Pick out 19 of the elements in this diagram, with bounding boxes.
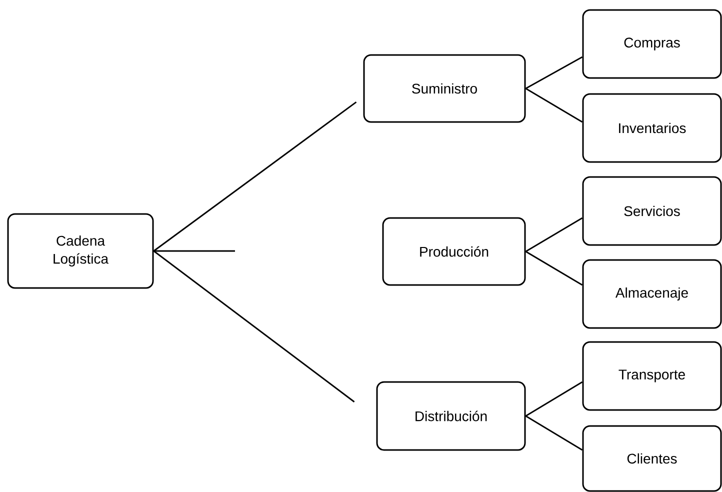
process-box: Servicios [582,176,722,246]
connector-line [525,56,583,90]
process-box: Inventarios [582,93,722,163]
connector-line [154,250,235,252]
connector-line [153,101,357,252]
process-box: Transporte [582,341,722,411]
process-box: Suministro [363,54,526,123]
process-box: Cadena Logística [7,213,154,289]
process-box: Clientes [582,425,722,492]
process-box: Compras [582,9,722,79]
connector-line [153,250,355,402]
process-box: Producción [382,217,526,286]
connector-line [525,88,583,123]
connector-line [525,217,583,252]
connector-line [525,250,583,286]
process-box: Almacenaje [582,259,722,329]
process-box: Distribución [376,381,526,451]
connector-line [525,415,583,451]
connector-line [525,381,583,417]
